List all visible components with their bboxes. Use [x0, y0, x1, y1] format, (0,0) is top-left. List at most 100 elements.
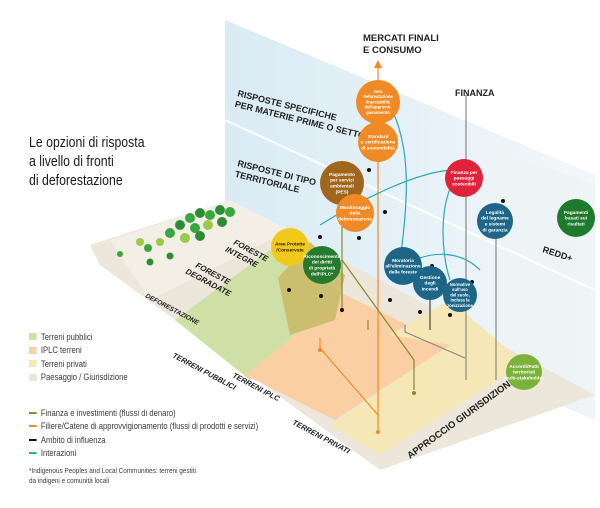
node-label: all'eliminazione — [385, 264, 421, 270]
page-title: Le opzioni di risposta a livello di fron… — [29, 133, 145, 190]
label-finance: FINANZA — [455, 88, 495, 98]
node-circle — [557, 199, 595, 237]
node-circle — [358, 122, 398, 162]
area-private-land — [330, 345, 505, 455]
title-line-3: di deforestazione — [29, 172, 123, 189]
legend-item-iplc: IPLC terreni — [29, 344, 258, 358]
footnote: *Indigenous Peoples and Local Communitie… — [29, 466, 196, 486]
node-label: Gestione — [420, 275, 441, 281]
node-label: degli — [424, 281, 435, 287]
line-supply — [29, 425, 37, 428]
node-circle — [445, 159, 483, 197]
node-label: /Conservate — [276, 248, 304, 254]
node-label: risultati — [567, 221, 584, 227]
node-label: dell'approvvi- — [364, 105, 392, 110]
node-circle — [271, 228, 309, 266]
node-label: gionamento — [366, 110, 390, 115]
legend-label: Ambito di influenza — [40, 434, 106, 445]
response-nodes: Zerodeforestazione/tracciabilitàdell'app… — [271, 80, 595, 390]
node-label: (PES) — [336, 189, 349, 195]
footnote-line-1: *Indigenous Peoples and Local Communitie… — [29, 466, 196, 475]
area-private-land-2 — [390, 300, 520, 375]
node-label: Zero — [373, 89, 383, 94]
node-label: e sistemi — [485, 222, 506, 228]
node-circle — [356, 80, 400, 124]
trees — [117, 205, 235, 266]
node-circle — [384, 247, 422, 285]
node-label: Finanza per — [451, 170, 478, 176]
legend-item-landscape: Paesaggio / Giurisdizione — [29, 371, 258, 385]
interaction-line — [319, 169, 456, 226]
forest-strip — [110, 200, 290, 300]
legend-label: Terreni pubblici — [40, 331, 93, 342]
node-circle — [336, 194, 374, 232]
legend-label: Finanza e investimenti (flussi di denaro… — [40, 407, 176, 418]
swatch-iplc — [29, 346, 37, 354]
node-label: delle foreste — [389, 269, 418, 275]
node-label: sostenibili — [452, 181, 476, 187]
label-markets-line1: MERCATI FINALI — [363, 33, 439, 44]
swatch-public — [29, 333, 37, 341]
node-label: del legname — [481, 216, 509, 222]
node-label: Normative — [450, 282, 471, 287]
node-label: multi-stakeholder — [504, 375, 544, 381]
line-finance — [29, 411, 37, 414]
node-label: Legalità — [486, 210, 504, 216]
node-label: Pagamento — [329, 172, 355, 178]
node-label: /tracciabilità — [366, 99, 391, 104]
legend-label: IPLC terreni — [40, 345, 82, 356]
legend: Terreni pubblici IPLC terreni Terreni pr… — [29, 330, 258, 460]
influence-line — [404, 325, 466, 359]
node-label: inclusa la — [450, 298, 470, 303]
swatch-landscape — [29, 373, 37, 381]
node-label: incendi — [422, 286, 439, 292]
node-label: Moratoria — [392, 258, 414, 264]
node-label: ambientali — [330, 184, 354, 190]
legend-item-public: Terreni pubblici — [29, 330, 258, 344]
node-circle — [477, 203, 513, 239]
node-label: zonizzazione — [447, 303, 473, 308]
node-protected: Aree Protette/Conservate — [271, 228, 309, 266]
line-influence — [29, 438, 37, 441]
legend-item-private: Terreni privati — [29, 357, 258, 371]
finance-line — [341, 259, 415, 390]
area-iplc-land — [245, 295, 450, 420]
node-label: di proprietà — [309, 266, 336, 272]
node-circle — [506, 354, 542, 390]
legend-label: Filiere/Catene di approvvigionamento (fl… — [40, 421, 259, 432]
node-circle — [443, 278, 477, 312]
node-circle — [320, 161, 364, 205]
line-interactions — [29, 452, 37, 455]
node-circle — [303, 246, 341, 284]
node-label: basati sui — [565, 216, 587, 222]
legend-label: Terreni privati — [40, 358, 87, 369]
node-label: sull'uso — [452, 287, 468, 292]
node-zero-def: Zerodeforestazione/tracciabilitàdell'app… — [356, 80, 400, 124]
node-label: per servizi — [330, 178, 354, 184]
node-label: Aree Protette — [275, 242, 305, 248]
node-label: Riconoscimento — [303, 254, 340, 260]
node-label: dei diritti — [312, 260, 332, 266]
node-label: Pagamenti — [564, 210, 588, 216]
node-label: Standard — [368, 134, 389, 140]
legend-item-supply: Filiere/Catene di approvvigionamento (fl… — [29, 420, 258, 434]
title-line-1: Le opzioni di risposta — [29, 134, 145, 151]
title-line-2: a livello di fronti — [29, 153, 114, 170]
node-label: di sostenibilità — [361, 145, 395, 151]
node-label: territoriali — [513, 370, 535, 376]
legend-item-finance: Finanza e investimenti (flussi di denaro… — [29, 406, 258, 420]
legend-item-influence: Ambito di influenza — [29, 433, 258, 447]
node-label: della — [350, 211, 361, 217]
